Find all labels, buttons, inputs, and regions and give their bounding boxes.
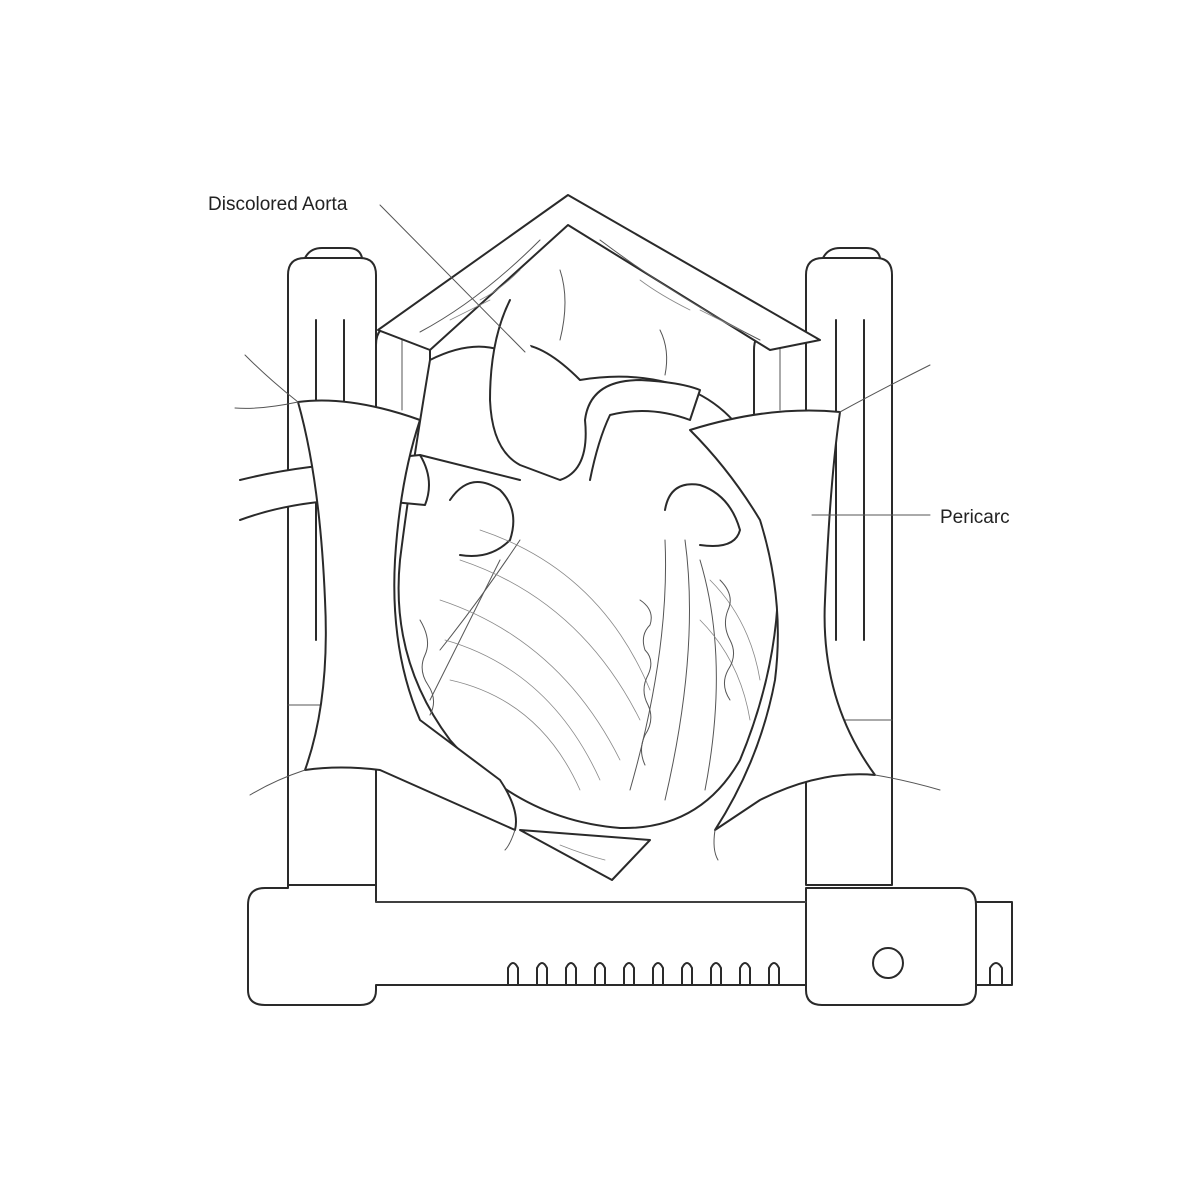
sternal-retractor: [247, 247, 1013, 1006]
aorta-label: Discolored Aorta: [208, 194, 348, 215]
pericardium-left-flap: [297, 399, 517, 831]
opened-chest: [377, 194, 821, 881]
crank-pivot: [872, 947, 904, 979]
aorta: [489, 299, 701, 481]
aorta-leader-line: [379, 204, 526, 353]
pericardium-label: Pericarc: [940, 507, 1010, 528]
heart-outline: [397, 343, 780, 830]
ratchet-teeth: [507, 962, 1003, 986]
